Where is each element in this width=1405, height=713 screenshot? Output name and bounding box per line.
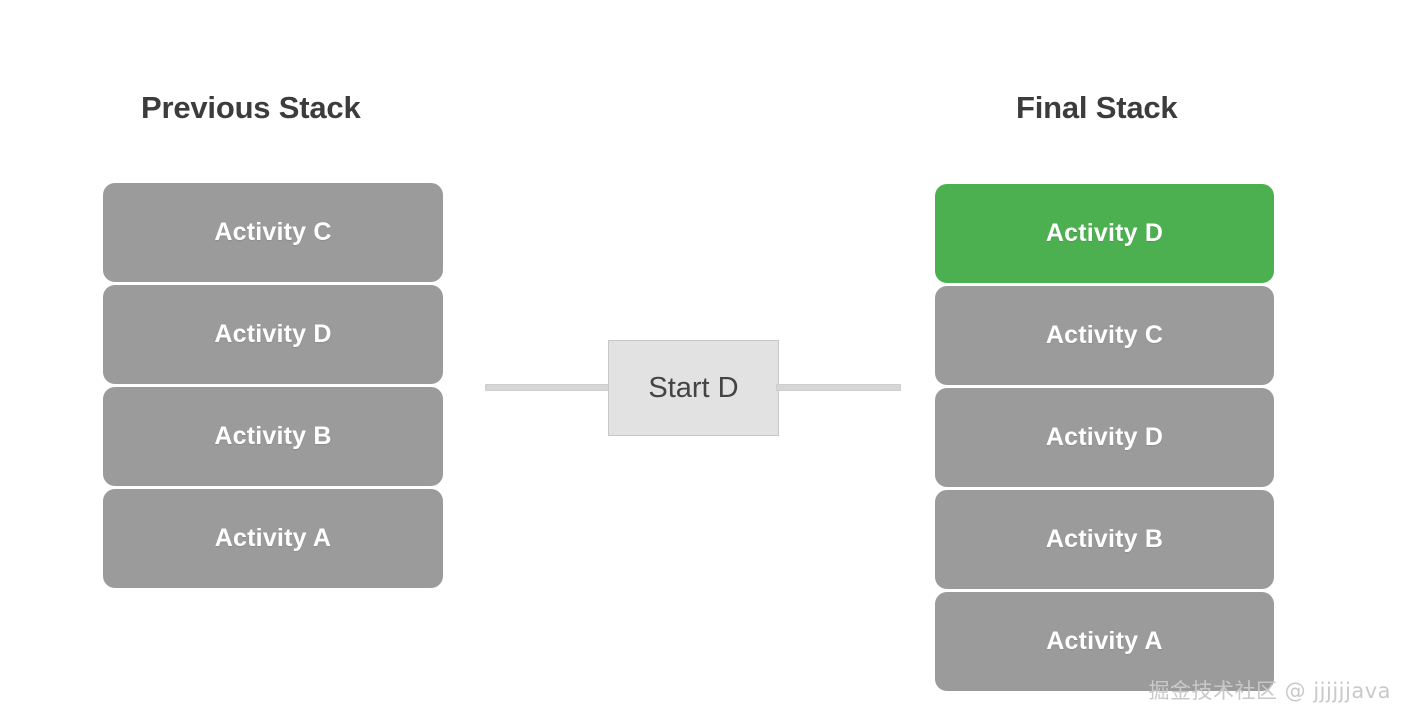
previous-stack-box-2-label: Activity D [214, 320, 332, 348]
start-d-action-box[interactable]: Start D [608, 340, 779, 436]
previous-stack: Activity C Activity D Activity B Activit… [103, 183, 443, 588]
final-stack: Activity D Activity C Activity D Activit… [935, 184, 1274, 691]
final-stack-box-3-label: Activity D [1045, 423, 1164, 451]
previous-stack-box-1[interactable]: Activity C [103, 183, 443, 282]
previous-stack-box-3[interactable]: Activity B [103, 387, 443, 486]
final-stack-box-5-label: Activity A [1046, 627, 1163, 655]
final-stack-box-5[interactable]: Activity A [935, 592, 1274, 691]
final-stack-box-4[interactable]: Activity B [935, 490, 1274, 589]
previous-stack-box-4-label: Activity A [214, 524, 332, 552]
previous-stack-box-3-label: Activity B [214, 422, 332, 450]
final-stack-box-1-label: Activity D [1045, 219, 1164, 247]
connector-line-right [776, 384, 901, 391]
final-stack-box-2[interactable]: Activity C [935, 286, 1274, 385]
final-stack-box-1[interactable]: Activity D [935, 184, 1274, 283]
previous-stack-box-2[interactable]: Activity D [103, 285, 443, 384]
final-stack-title: Final Stack [1016, 90, 1178, 125]
connector-line-left [485, 384, 611, 391]
final-stack-box-2-label: Activity C [1045, 321, 1164, 349]
final-stack-box-3[interactable]: Activity D [935, 388, 1274, 487]
previous-stack-title: Previous Stack [141, 90, 361, 125]
start-d-action-label: Start D [648, 371, 739, 404]
previous-stack-box-1-label: Activity C [214, 218, 332, 246]
previous-stack-box-4[interactable]: Activity A [103, 489, 443, 588]
watermark-text: 掘金技术社区 @ jjjjjjava [1148, 679, 1391, 703]
final-stack-box-4-label: Activity B [1045, 525, 1164, 553]
